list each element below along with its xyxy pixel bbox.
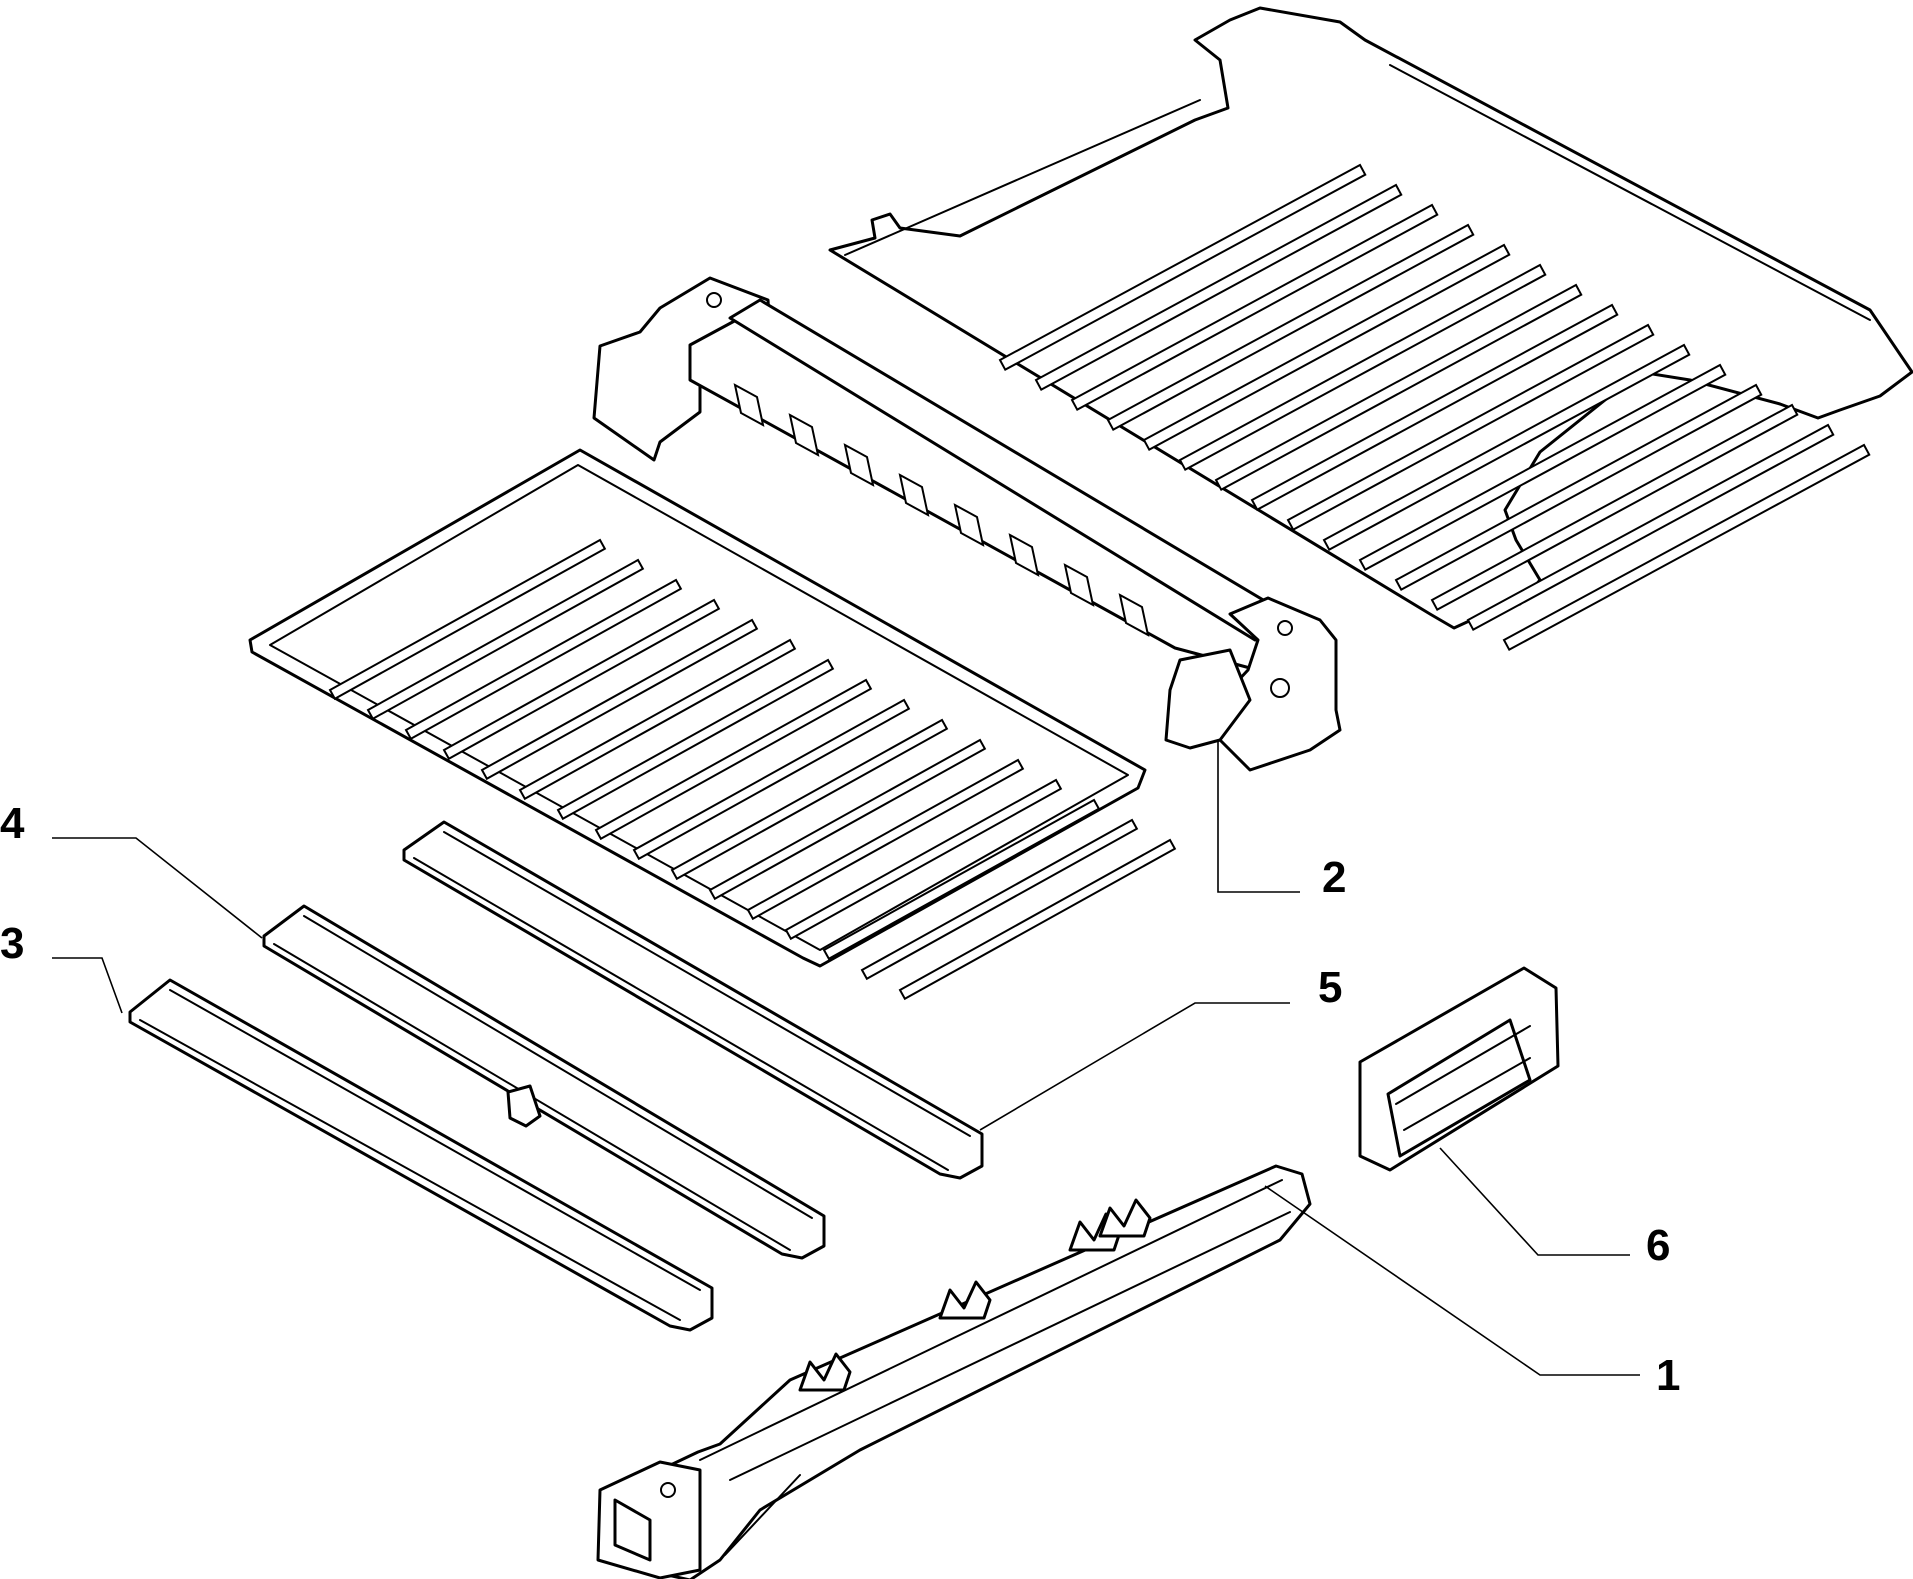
callout-labels: 1 2 3 4 5 6 <box>0 799 1680 1400</box>
cross-member <box>592 276 1342 772</box>
panel-rib <box>1286 323 1655 532</box>
bracket-part-6 <box>1358 966 1560 1172</box>
panel-rib <box>480 618 759 781</box>
panel-rib <box>1322 343 1691 552</box>
panel-rib <box>1178 263 1547 472</box>
rail-part-3 <box>128 978 714 1332</box>
rail-part-5 <box>402 820 984 1180</box>
panel-rib <box>1466 423 1835 632</box>
cross-member-cutout <box>1118 593 1150 637</box>
callout-2: 2 <box>1322 853 1346 902</box>
panel-rib <box>784 778 1063 941</box>
leader-lines <box>52 740 1640 1376</box>
panel-rib <box>898 838 1177 1001</box>
panel-rib <box>594 678 873 841</box>
front-floor-panel <box>248 448 1177 1001</box>
panel-rib <box>556 658 835 821</box>
cross-member-cutout <box>843 443 875 487</box>
panel-rib <box>632 698 911 861</box>
panel-rib <box>1502 443 1871 652</box>
panel-rib <box>746 758 1025 921</box>
cross-member-cutout <box>1063 563 1095 607</box>
panel-rib <box>1142 243 1511 452</box>
panel-rib <box>1250 303 1619 512</box>
cross-member-cutout <box>733 383 765 427</box>
panel-rib <box>1070 203 1439 412</box>
panel-rib <box>328 538 607 701</box>
leader-5 <box>979 1002 1290 1131</box>
callout-5: 5 <box>1318 963 1342 1012</box>
callout-6: 6 <box>1646 1221 1670 1270</box>
panel-rib <box>518 638 797 801</box>
panel-rib <box>670 718 949 881</box>
side-member-bracket <box>938 1280 992 1320</box>
leader-4 <box>52 837 263 939</box>
leader-1 <box>1264 1185 1640 1376</box>
side-member-bracket <box>1098 1198 1152 1238</box>
callout-3: 3 <box>0 919 24 968</box>
leader-2 <box>1217 740 1300 893</box>
panel-rib <box>1214 283 1583 492</box>
cross-member-cutout <box>1008 533 1040 577</box>
panel-rib <box>1394 383 1763 592</box>
leader-3 <box>52 957 123 1014</box>
callout-1: 1 <box>1656 1351 1680 1400</box>
panel-rib <box>1034 183 1403 392</box>
panel-rib <box>998 163 1367 372</box>
side-member-bracket <box>798 1352 852 1392</box>
panel-rib <box>366 558 645 721</box>
panel-rib <box>442 598 721 761</box>
rail-part-4 <box>262 904 826 1260</box>
panel-rib <box>1106 223 1475 432</box>
panel-rib <box>860 818 1139 981</box>
callout-4: 4 <box>0 799 25 848</box>
cross-member-cutout <box>953 503 985 547</box>
cross-member-cutout <box>788 413 820 457</box>
side-member-part-1 <box>596 1164 1312 1579</box>
panel-rib <box>708 738 987 901</box>
rear-floor-panel <box>828 6 1913 652</box>
panel-rib <box>1430 403 1799 612</box>
cross-member-cutout <box>898 473 930 517</box>
leader-6 <box>1439 1147 1630 1256</box>
panel-rib <box>1358 363 1727 572</box>
panel-rib <box>822 798 1101 961</box>
panel-rib <box>404 578 683 741</box>
